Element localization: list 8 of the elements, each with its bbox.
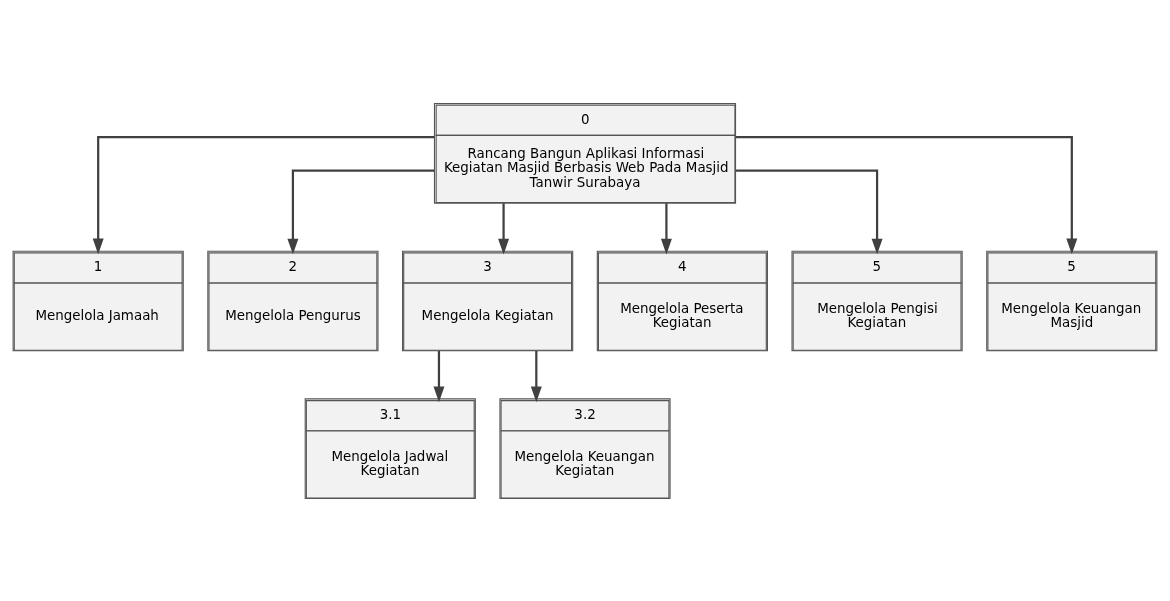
arrow: [530, 350, 542, 402]
arrow: [660, 202, 672, 254]
arrow: [433, 350, 445, 402]
arrow: [92, 135, 435, 254]
arrow: [735, 135, 1078, 254]
arrow: [287, 169, 435, 254]
arrow: [735, 169, 883, 254]
arrow: [498, 202, 510, 254]
